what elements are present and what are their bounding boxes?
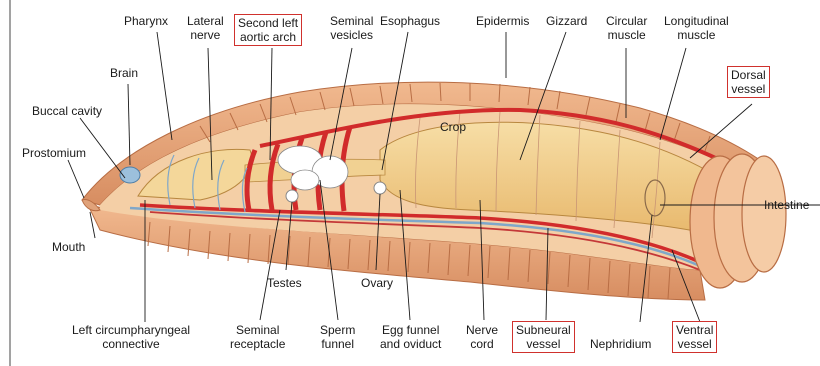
label-esophagus: Esophagus <box>380 14 440 28</box>
label-ovary: Ovary <box>361 276 393 290</box>
label-seminal-vesicles: Seminal vesicles <box>330 14 373 42</box>
label-pharynx: Pharynx <box>124 14 168 28</box>
label-nephridium: Nephridium <box>590 337 651 351</box>
label-buccal-cavity: Buccal cavity <box>32 104 102 118</box>
label-epidermis: Epidermis <box>476 14 529 28</box>
label-ventral-vessel: Ventral vessel <box>672 321 717 353</box>
label-lateral-nerve: Lateral nerve <box>187 14 224 42</box>
label-circular-muscle: Circular muscle <box>606 14 647 42</box>
label-seminal-receptacle: Seminal receptacle <box>230 323 285 351</box>
label-longitudinal-muscle: Longitudinal muscle <box>664 14 729 42</box>
testes-shape <box>286 190 298 202</box>
label-left-circumpharyngeal-connective: Left circumpharyngeal connective <box>72 323 190 351</box>
label-second-left-aortic-arch: Second left aortic arch <box>234 14 302 46</box>
label-sperm-funnel: Sperm funnel <box>320 323 355 351</box>
label-crop: Crop <box>440 120 466 134</box>
label-testes: Testes <box>267 276 302 290</box>
label-prostomium: Prostomium <box>22 146 86 160</box>
label-brain: Brain <box>110 66 138 80</box>
label-nerve-cord: Nerve cord <box>466 323 498 351</box>
label-dorsal-vessel: Dorsal vessel <box>727 66 770 98</box>
ovary-shape <box>374 182 386 194</box>
label-mouth: Mouth <box>52 240 85 254</box>
label-subneural-vessel: Subneural vessel <box>512 321 575 353</box>
cut-end <box>690 154 786 288</box>
label-gizzard: Gizzard <box>546 14 587 28</box>
label-intestine: Intestine <box>764 198 809 212</box>
label-egg-funnel-and-oviduct: Egg funnel and oviduct <box>380 323 441 351</box>
